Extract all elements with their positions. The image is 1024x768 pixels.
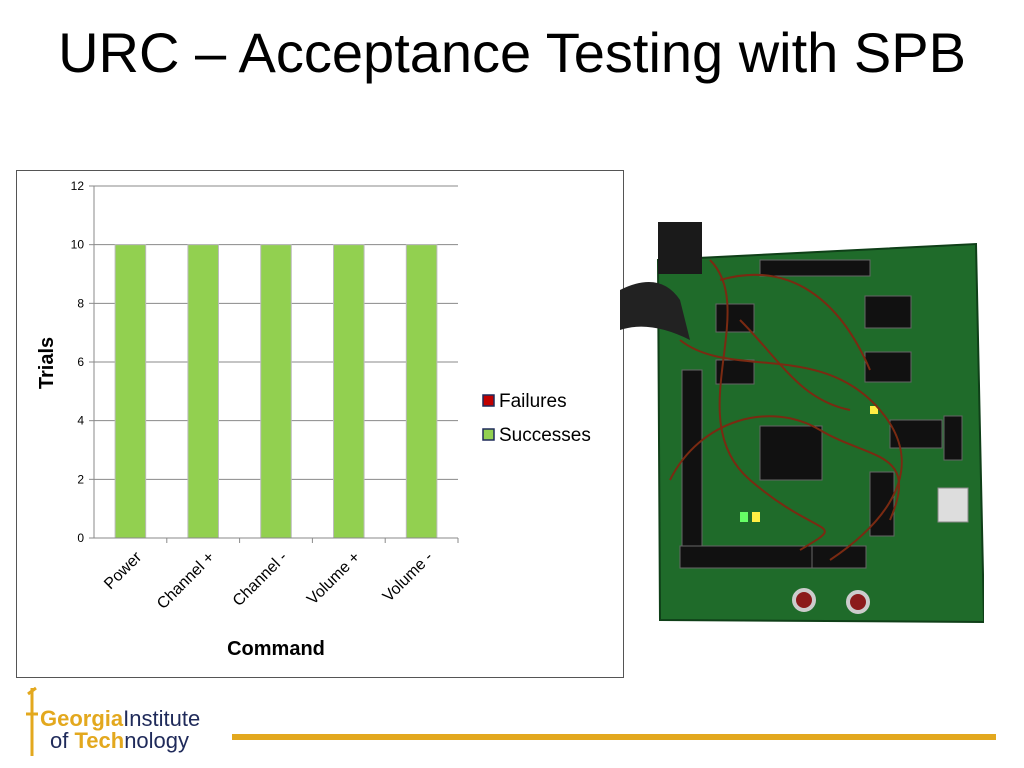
y-tick-label: 6 bbox=[77, 355, 84, 369]
legend-label-failures: Failures bbox=[499, 391, 567, 412]
bar-successes bbox=[260, 244, 292, 539]
legend-swatch-failures bbox=[482, 394, 495, 407]
x-tick-label: Volume + bbox=[304, 549, 364, 609]
logo-text-of: of bbox=[50, 728, 74, 753]
svg-text:of Technology: of Technology bbox=[50, 728, 189, 753]
y-tick-label: 10 bbox=[71, 238, 85, 252]
logo-text-institute: Institute bbox=[123, 706, 200, 731]
logo-text-tech: Tech bbox=[74, 728, 124, 753]
y-tick-labels: 0 2 4 6 8 10 12 bbox=[71, 179, 85, 545]
legend-swatch-successes bbox=[482, 428, 495, 441]
y-axis-title: Trials bbox=[36, 337, 58, 389]
x-axis-title: Command bbox=[227, 638, 325, 660]
bar-successes bbox=[187, 244, 219, 539]
bar-successes bbox=[333, 244, 365, 539]
y-tick-label: 0 bbox=[77, 531, 84, 545]
svg-text:GeorgiaInstitute: GeorgiaInstitute bbox=[40, 706, 200, 731]
bar-successes bbox=[405, 244, 438, 539]
logo-text-nology: nology bbox=[124, 728, 189, 753]
bar-successes bbox=[114, 244, 147, 539]
y-tick-label: 2 bbox=[77, 472, 84, 486]
axes bbox=[89, 185, 459, 543]
y-tick-label: 8 bbox=[77, 296, 84, 310]
bars bbox=[114, 244, 438, 539]
x-tick-label: Power bbox=[101, 548, 146, 593]
logo-text-georgia: Georgia bbox=[40, 706, 124, 731]
legend-label-successes: Successes bbox=[499, 425, 591, 446]
slide-title: URC – Acceptance Testing with SPB bbox=[58, 21, 966, 84]
footer-accent-line bbox=[232, 734, 996, 740]
x-tick-label: Channel - bbox=[230, 549, 291, 610]
georgia-tech-logo: GeorgiaInstitute of Technology bbox=[26, 686, 200, 756]
y-tick-label: 4 bbox=[77, 414, 84, 428]
x-tick-label: Channel + bbox=[154, 549, 218, 613]
y-tick-label: 12 bbox=[71, 179, 85, 193]
circuit-board-photo bbox=[620, 222, 984, 624]
x-tick-label: Volume - bbox=[380, 549, 437, 606]
